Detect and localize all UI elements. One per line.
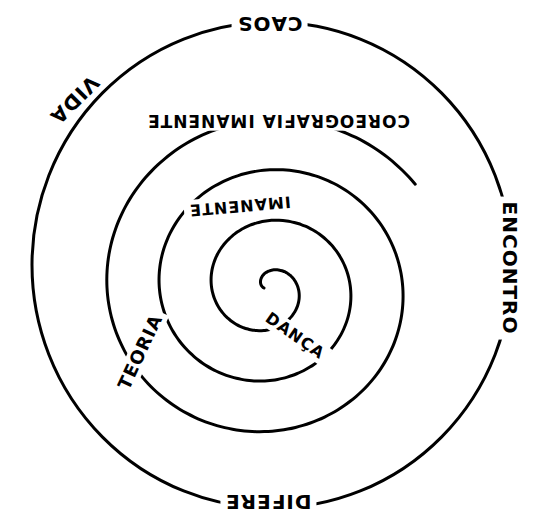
outer-ring: [32, 22, 512, 508]
spiral-line: [107, 119, 415, 432]
spiral-word: DIFERE: [220, 490, 316, 514]
spiral-word: COREOGRAFIA IMANENTE: [142, 110, 415, 131]
spiral-word: DANÇA: [257, 306, 332, 367]
spiral-word: CAOS: [232, 12, 308, 36]
spiral-word: TEORIA: [111, 306, 169, 397]
spiral-word: ENCONTRO: [498, 197, 522, 340]
